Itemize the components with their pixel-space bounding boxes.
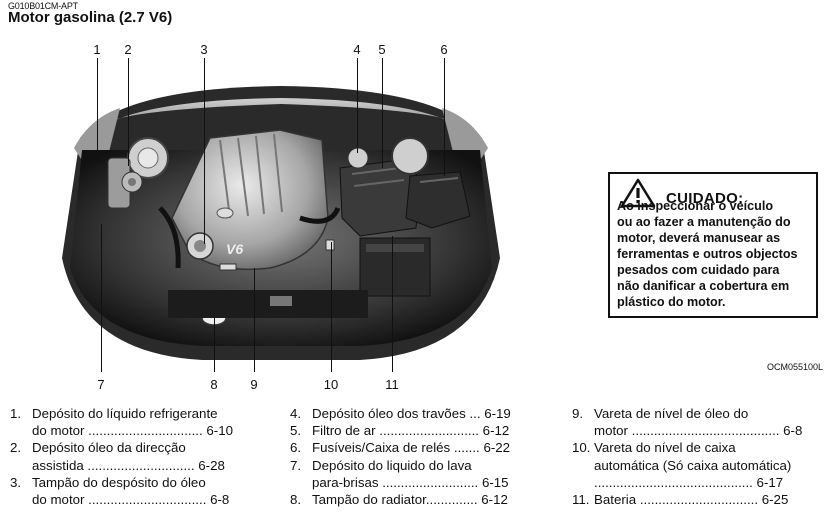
legend-item-9: 9. Vareta de nível de óleo do motor ....…: [572, 405, 832, 439]
legend-item-1: 1. Depósito do líquido refrigerante do m…: [10, 405, 272, 439]
caution-line: pesados com cuidado para: [617, 263, 780, 277]
caution-text: Ao inspeccionar o veículo ou ao fazer a …: [617, 198, 810, 310]
leader-6: [444, 58, 445, 176]
leader-5: [382, 58, 383, 168]
leader-1: [97, 58, 98, 162]
legend-text: Depósito do líquido refrigerante: [32, 406, 218, 421]
legend-text: Filtro de ar ...........................…: [312, 423, 510, 439]
caution-line: plástico do motor.: [617, 295, 726, 309]
leader-9: [254, 268, 255, 372]
callout-9: 9: [250, 377, 258, 392]
legend-column-3: 9. Vareta de nível de óleo do motor ....…: [572, 405, 832, 508]
caution-box: CUIDADO: Ao inspeccionar o veículo ou ao…: [608, 172, 818, 318]
document-code: G010B01CM-APT: [8, 1, 78, 11]
legend-number: 9.: [572, 406, 584, 421]
v6-badge-text: V6: [226, 241, 243, 257]
engine-bay-illustration: V6: [62, 86, 500, 360]
callout-2: 2: [124, 42, 132, 57]
callout-3: 3: [200, 42, 208, 57]
legend-page-ref: motor ..................................…: [594, 423, 803, 439]
callout-1: 1: [93, 42, 101, 57]
legend-text: Vareta do nível de caixa: [594, 440, 736, 456]
caution-line: ferramentas e outros objectos: [617, 247, 798, 261]
leader-2: [128, 58, 129, 166]
legend-text: Depósito óleo dos travões ... 6-19: [312, 406, 511, 421]
legend-number: 3.: [10, 474, 22, 490]
legend-item-5: 5. Filtro de ar ........................…: [290, 422, 550, 439]
legend-page-ref: ........................................…: [594, 474, 784, 490]
caution-header: CUIDADO:: [620, 178, 743, 208]
caution-line: Ao inspeccionar o veículo: [617, 199, 774, 213]
callout-11: 11: [385, 377, 399, 392]
legend-column-2: 4. Depósito óleo dos travões ... 6-19 5.…: [290, 405, 550, 508]
legend-page-ref: assistida ............................. …: [32, 457, 225, 473]
callout-8: 8: [210, 377, 218, 392]
legend-page-ref: para-brisas .......................... 6…: [312, 474, 509, 490]
legend-number: 10.: [572, 440, 591, 456]
legend-item-10: 10. Vareta do nível de caixa automática …: [572, 439, 832, 491]
caution-line: não danificar a cobertura em: [617, 279, 790, 293]
callout-6: 6: [440, 42, 448, 57]
legend-text: Tampão do radiator.............. 6-12: [312, 492, 508, 508]
warning-triangle-icon: [620, 178, 656, 208]
caution-line: ou ao fazer a manutenção do: [617, 215, 791, 229]
callout-7: 7: [97, 377, 105, 392]
legend-text: Vareta de nível de óleo do: [594, 406, 749, 421]
callout-5: 5: [378, 42, 386, 57]
callout-4: 4: [353, 42, 361, 57]
legend-item-7: 7. Depósito do liquido do lava para-bris…: [290, 457, 550, 491]
leader-11: [392, 236, 393, 372]
legend-item-4: 4. Depósito óleo dos travões ... 6-19: [290, 405, 550, 422]
legend-number: 6.: [290, 440, 302, 456]
legend-number: 4.: [290, 406, 302, 421]
legend-page-ref: do motor ...............................…: [32, 423, 233, 439]
legend-number: 11.: [572, 492, 590, 508]
legend-number: 7.: [290, 457, 302, 473]
caution-title: CUIDADO:: [666, 190, 744, 207]
legend-item-11: 11. Bateria ............................…: [572, 491, 832, 508]
legend-text: Depósito óleo da direcção: [32, 440, 186, 456]
photo-code: OCM055100L: [767, 362, 824, 372]
legend-column-1: 1. Depósito do líquido refrigerante do m…: [10, 405, 272, 508]
legend-number: 1.: [10, 406, 22, 421]
legend-text: Fusíveis/Caixa de relés ....... 6-22: [312, 440, 511, 456]
legend-text: Tampão do despósito do óleo: [32, 474, 206, 490]
leader-7: [101, 224, 102, 372]
callout-10: 10: [323, 377, 339, 392]
legend-item-3: 3. Tampão do despósito do óleo do motor …: [10, 474, 272, 508]
leader-4: [357, 58, 358, 153]
legend-text: Depósito do liquido do lava: [312, 457, 472, 473]
legend-item-2: 2. Depósito óleo da direcção assistida .…: [10, 439, 272, 473]
leader-10: [331, 242, 332, 372]
page-title: Motor gasolina (2.7 V6): [8, 9, 173, 26]
legend-item-6: 6. Fusíveis/Caixa de relés ....... 6-22: [290, 439, 550, 456]
leader-3: [204, 58, 205, 244]
leader-8: [214, 318, 215, 372]
legend-number: 8.: [290, 492, 302, 508]
legend-text-continued: automática (Só caixa automática): [594, 457, 792, 473]
legend-number: 2.: [10, 440, 22, 456]
legend-text: Bateria ................................…: [594, 492, 789, 508]
legend-item-8: 8. Tampão do radiator.............. 6-12: [290, 491, 550, 508]
caution-line: motor, deverá manusear as: [617, 231, 781, 245]
legend-page-ref: do motor ...............................…: [32, 492, 230, 508]
legend-number: 5.: [290, 423, 302, 439]
